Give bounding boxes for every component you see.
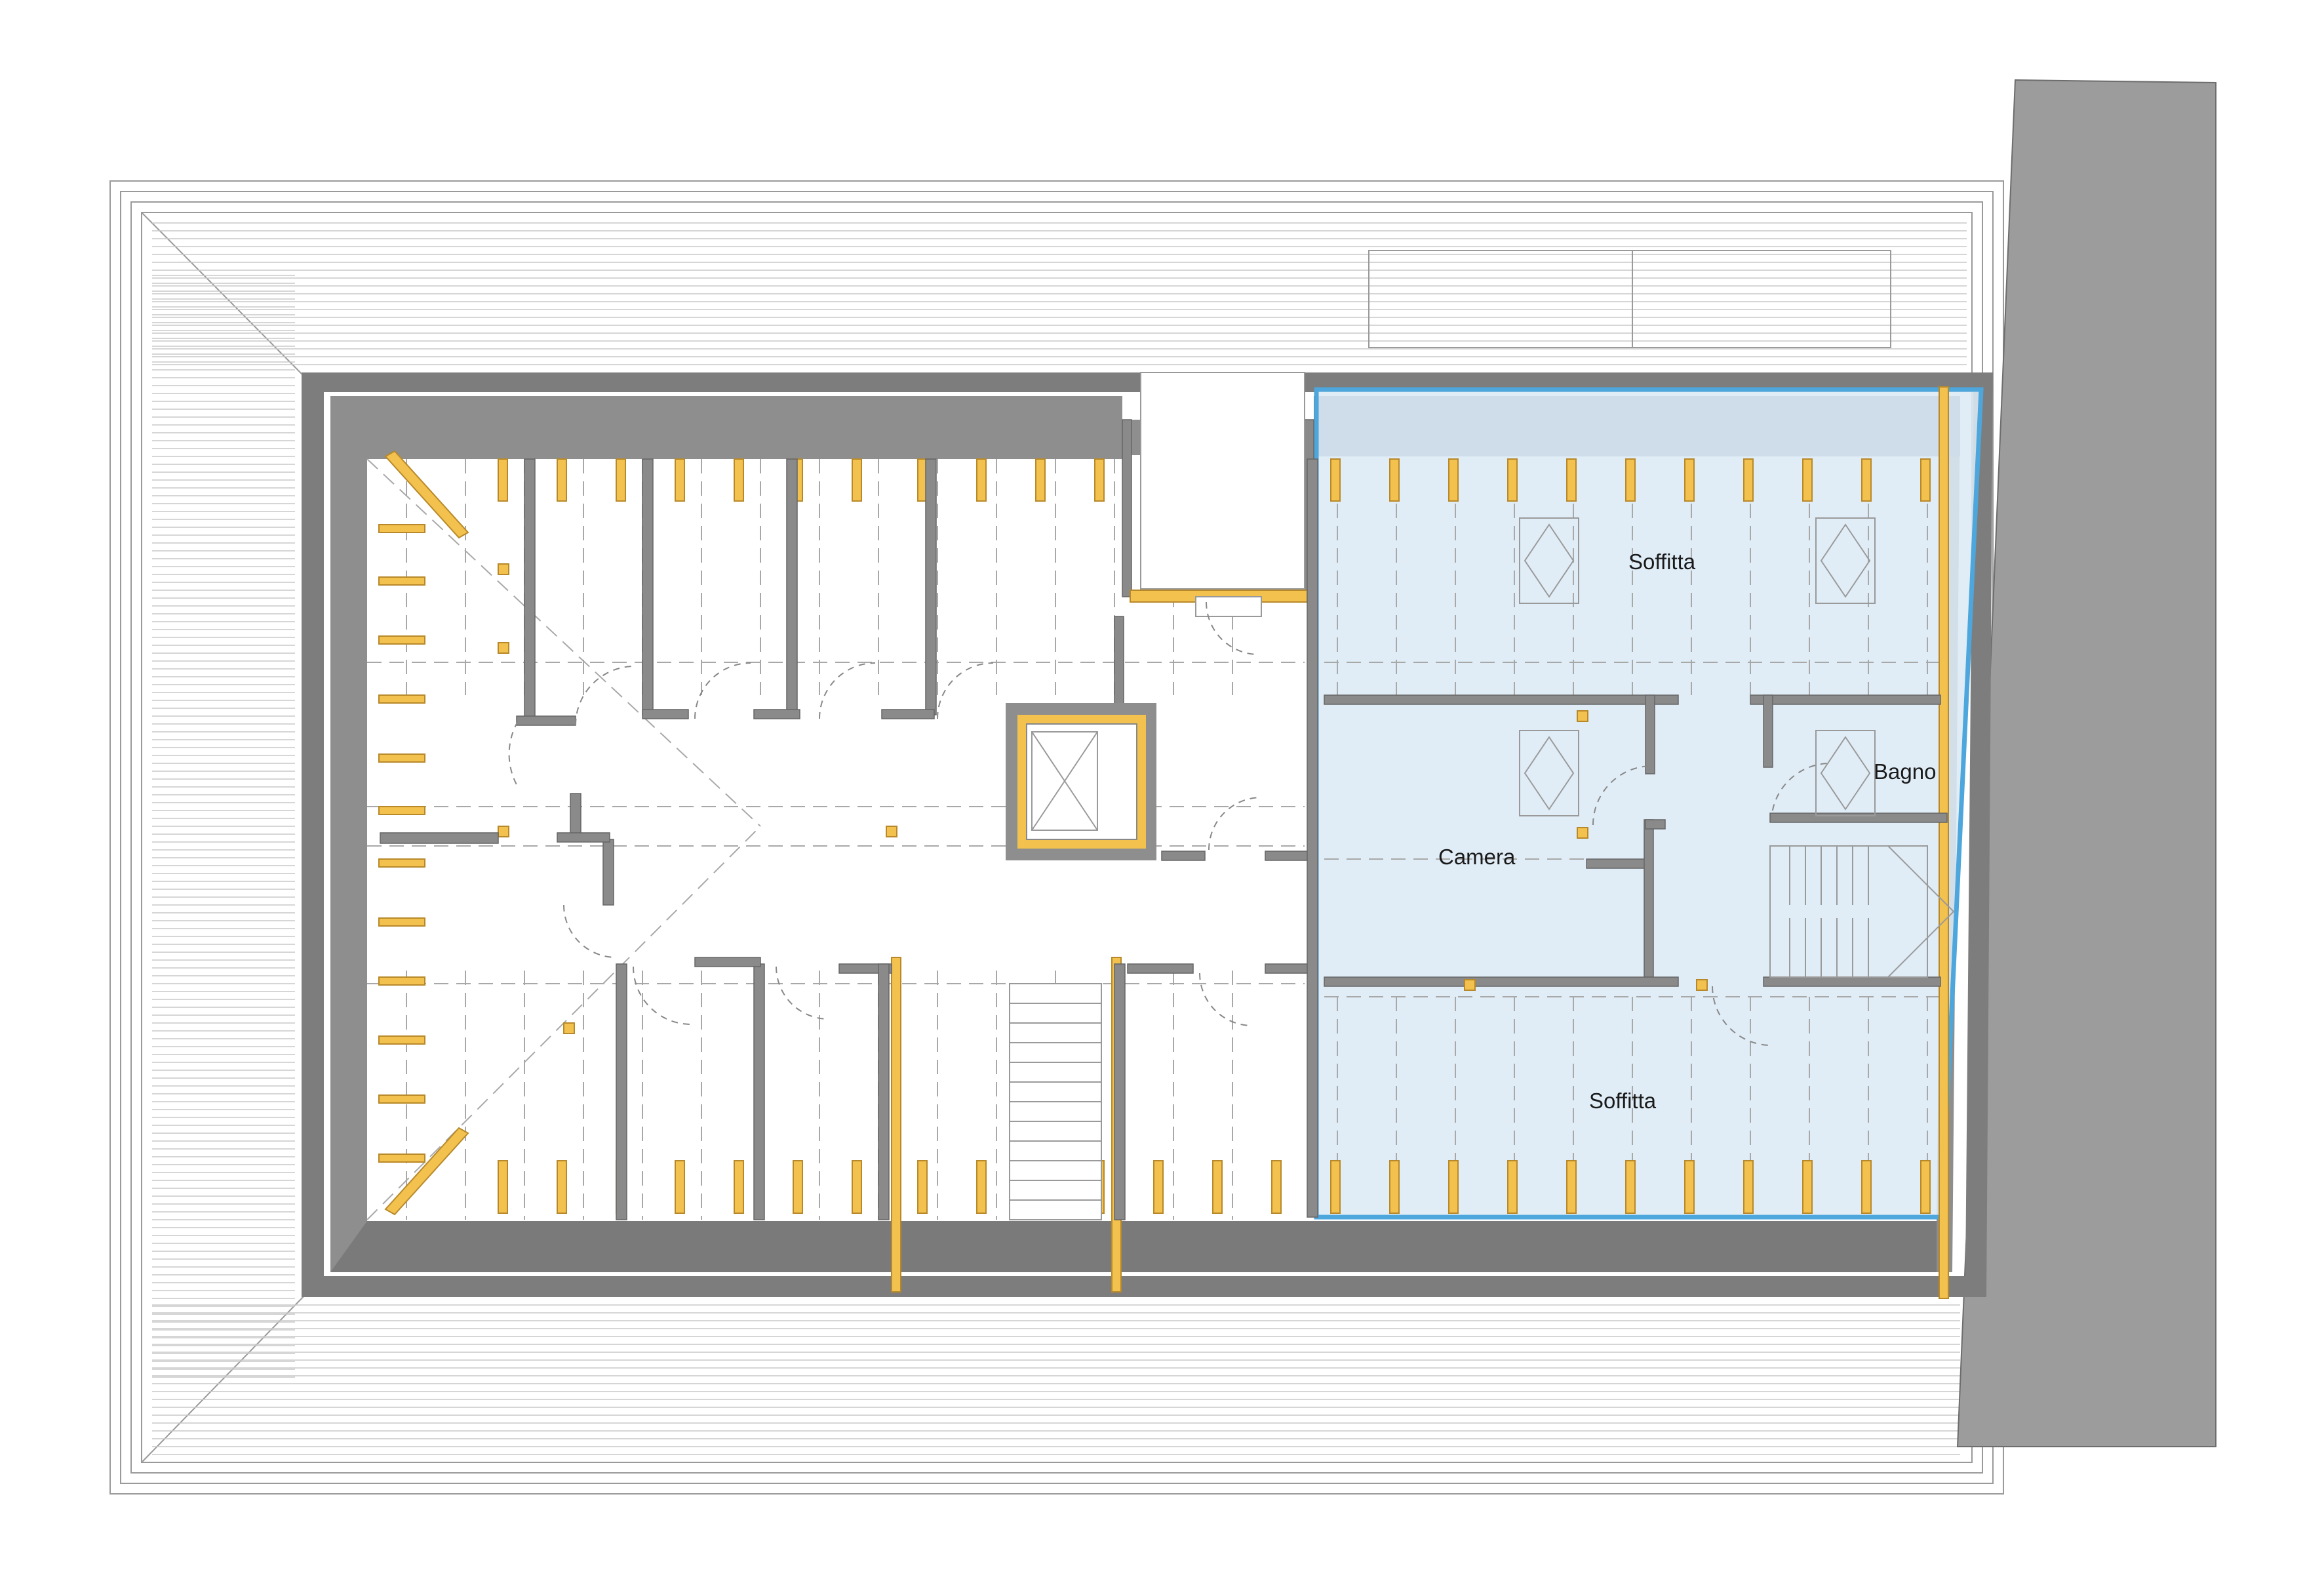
rafter [1153, 1160, 1164, 1214]
roof-planking-bottom [152, 1304, 1960, 1455]
rafter [1684, 458, 1695, 502]
rafter [1566, 1160, 1577, 1214]
rafter [378, 635, 425, 645]
rafter [378, 576, 425, 586]
rafter [384, 450, 469, 539]
rafter [1507, 1160, 1518, 1214]
rafter [793, 1160, 803, 1214]
rafter [1802, 1160, 1813, 1214]
rafter [675, 458, 685, 502]
rafter [378, 858, 425, 868]
lower-staircase [1009, 983, 1102, 1220]
construction-line [366, 458, 761, 827]
rafter [886, 826, 897, 837]
rafter [734, 458, 744, 502]
rafter [1861, 1160, 1872, 1214]
rafter [498, 826, 509, 837]
rafter [378, 694, 425, 704]
rafter [891, 957, 901, 1293]
rafter [1939, 386, 1949, 1299]
rafter [1330, 1160, 1341, 1214]
rafter [498, 563, 509, 575]
rafter [976, 1160, 987, 1214]
rafter [384, 1127, 469, 1216]
rafter [852, 458, 862, 502]
rafter [1507, 458, 1518, 502]
roof-windows [1519, 517, 1876, 816]
rafter [1625, 1160, 1636, 1214]
rafter [557, 1160, 567, 1214]
rafter [1271, 1160, 1282, 1214]
rafter [1035, 458, 1046, 502]
rafter [378, 976, 425, 986]
rafter [498, 458, 508, 502]
rafter [1566, 458, 1577, 502]
rafter [378, 1094, 425, 1104]
rafter [1212, 1160, 1223, 1214]
room-label-camera: Camera [1438, 845, 1516, 869]
rafter [498, 1160, 508, 1214]
rafter [378, 1035, 425, 1045]
rafter [378, 917, 425, 927]
rafter [917, 1160, 928, 1214]
rafter [378, 753, 425, 763]
rafter [1743, 458, 1754, 502]
rafter [1920, 1160, 1931, 1214]
neighbour-building [1956, 79, 2216, 1447]
rafter [563, 1022, 575, 1034]
room-label-soffitta-top: Soffitta [1628, 550, 1696, 574]
rafter [1389, 458, 1400, 502]
rafter [1920, 458, 1931, 502]
rafter [1389, 1160, 1400, 1214]
rafter [1094, 458, 1105, 502]
rafter [675, 1160, 685, 1214]
rafter [1448, 458, 1459, 502]
rafter [734, 1160, 744, 1214]
apartment-staircase [1769, 845, 1955, 978]
rafter [378, 524, 425, 533]
rafter [1625, 458, 1636, 502]
rafter [498, 642, 509, 654]
door-swings [508, 601, 1262, 1026]
rafter [378, 1154, 425, 1163]
rafter [852, 1160, 862, 1214]
rafter [976, 458, 987, 502]
room-label-soffitta-bottom: Soffitta [1589, 1089, 1657, 1113]
rafter [557, 458, 567, 502]
roof-planking-top [152, 222, 1967, 365]
interior-partitions [380, 372, 1318, 1220]
rafter [1448, 1160, 1459, 1214]
rafter [378, 806, 425, 815]
rafter [1330, 458, 1341, 502]
apartment-door-swings [1592, 763, 1831, 1046]
apartment-partitions [1324, 694, 1948, 991]
roof-skylight [1368, 250, 1891, 348]
rafter [1684, 1160, 1695, 1214]
rafter [1802, 458, 1813, 502]
roof-planking-left [152, 275, 295, 1378]
rafter [1861, 458, 1872, 502]
room-label-bagno: Bagno [1874, 759, 1936, 784]
rafter [1743, 1160, 1754, 1214]
rafter [616, 458, 626, 502]
